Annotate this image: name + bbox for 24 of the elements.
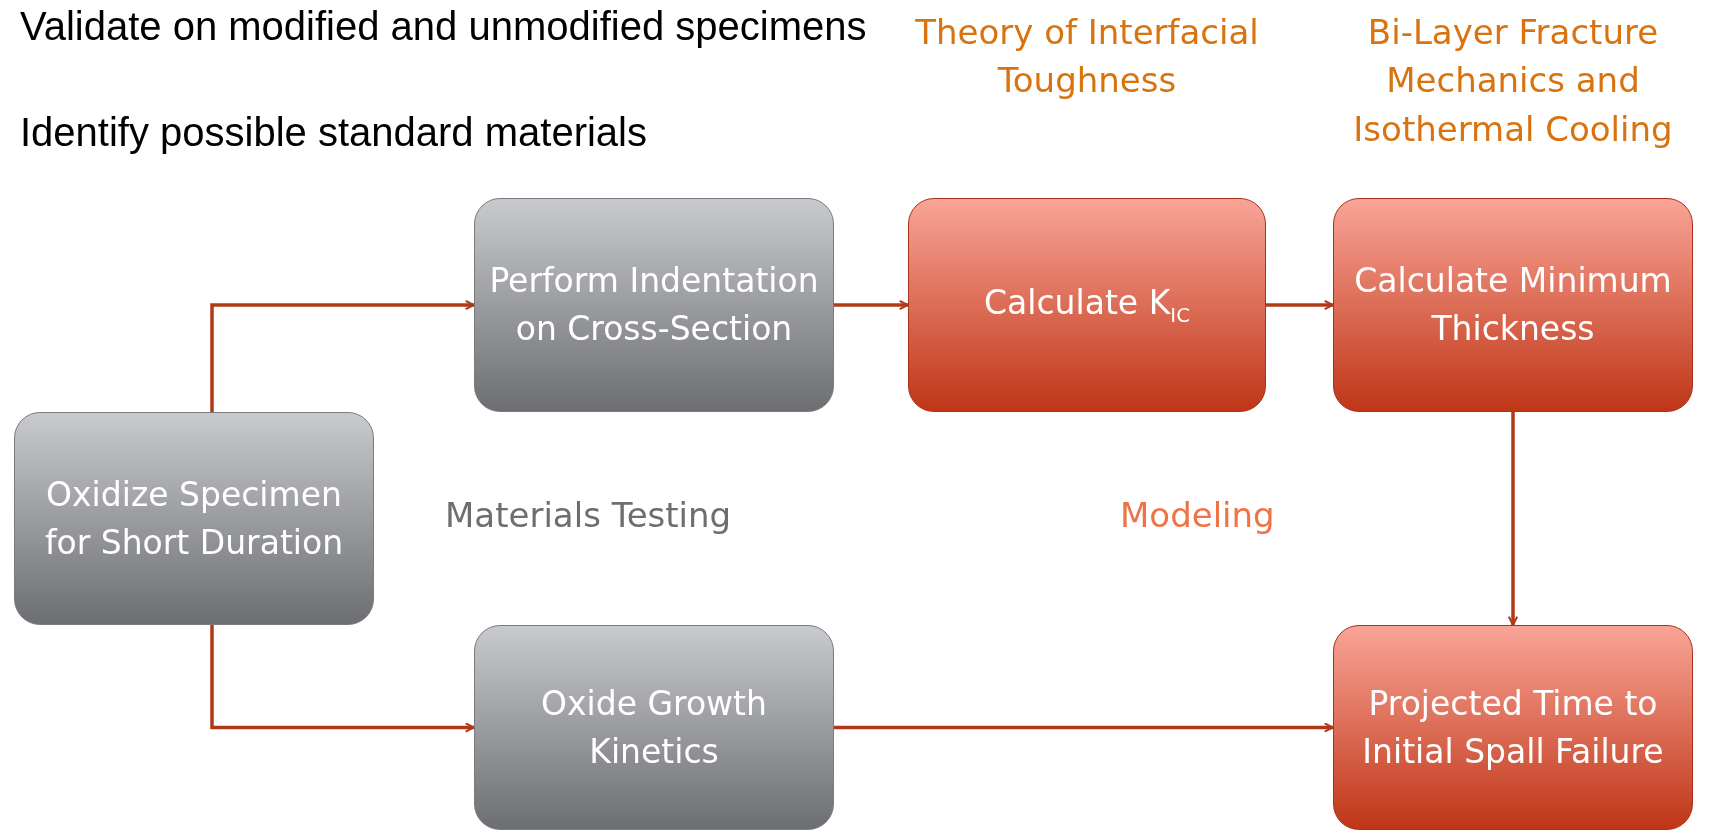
calculation-box — [1333, 625, 1693, 830]
arrow — [834, 299, 909, 311]
arrow — [210, 299, 475, 412]
node-label: Calculate K$_{IC}$ — [984, 282, 1190, 329]
section-label: Modeling — [1120, 495, 1275, 536]
calculation-box — [1333, 198, 1693, 412]
process-box — [474, 625, 834, 830]
calculation-box — [908, 198, 1266, 412]
column-heading: Theory of Interfacial Toughness — [914, 11, 1260, 103]
column-heading: Bi-Layer Fracture Mechanics and Isothermal Cooling — [1352, 11, 1674, 151]
node-label: Oxide Growth Kinetics — [540, 682, 768, 773]
arrow — [1507, 412, 1519, 626]
bullet-text: Identify possible standard materials — [20, 109, 647, 156]
bullet-text: Validate on modified and unmodified specimens — [20, 3, 867, 50]
node-label: Oxidize Specimen for Short Duration — [43, 473, 345, 564]
node-label: Projected Time to Initial Spall Failure — [1361, 682, 1665, 773]
arrow — [1266, 299, 1334, 311]
node-label: Calculate Minimum Thickness — [1353, 260, 1673, 350]
process-box — [474, 198, 834, 412]
section-label: Materials Testing — [445, 495, 732, 536]
node-label: Perform Indentation on Cross-Section — [489, 260, 819, 350]
process-box — [14, 412, 374, 625]
arrow — [834, 722, 1334, 733]
arrow — [210, 625, 475, 733]
